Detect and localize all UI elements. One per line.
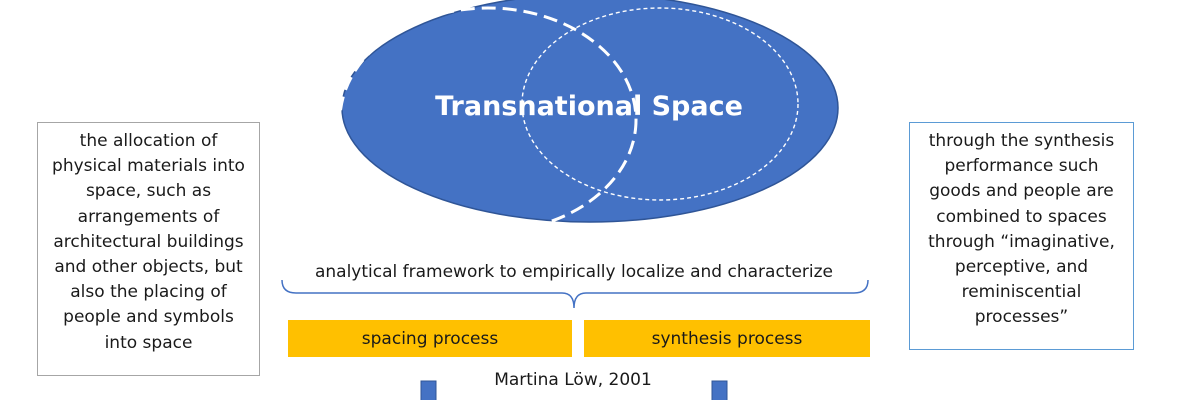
spacing-process-label: spacing process xyxy=(362,329,499,349)
spacing-description-text: the allocation of physical materials int… xyxy=(52,131,245,353)
framework-brace xyxy=(281,279,869,309)
synthesis-description-box: through the synthesis performance such g… xyxy=(909,122,1134,350)
spacing-description-box: the allocation of physical materials int… xyxy=(37,122,260,376)
left-arrow-stem xyxy=(420,380,437,400)
ellipse-title: Transnational Space xyxy=(435,91,743,122)
synthesis-description-text: through the synthesis performance such g… xyxy=(928,131,1115,328)
spacing-dashed-circle xyxy=(338,6,638,234)
spacing-process-box xyxy=(288,320,572,357)
right-arrow-stem xyxy=(711,380,728,400)
synthesis-process-box xyxy=(584,320,870,357)
synthesis-process-label: synthesis process xyxy=(652,329,803,349)
synthesis-dashed-circle xyxy=(521,7,799,201)
framework-label: analytical framework to empirically loca… xyxy=(315,262,833,282)
citation: Martina Löw, 2001 xyxy=(494,370,652,390)
